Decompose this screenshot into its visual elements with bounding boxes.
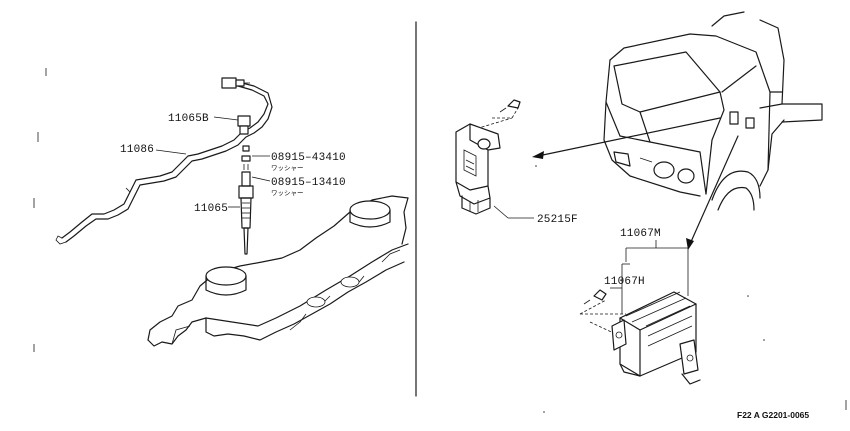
controller-11067M [579,289,701,385]
label-11086: 11086 [120,144,154,156]
label-25215F: 25215F [537,214,578,226]
cylinder-head [147,195,409,347]
left-leaders [155,116,271,208]
washer-stack [241,145,251,170]
figure-code: F22 A G2201-0065 [737,410,809,420]
label-08915-43410: 08915–43410 [271,152,346,164]
relay-25215F [455,99,534,219]
label-washer-a: ワッシャー [271,164,304,172]
label-11065: 11065 [194,203,228,215]
label-11067H: 11067H [604,276,645,288]
label-11067M: 11067M [620,228,661,240]
truck-cab [603,11,823,211]
left-panel-drawing [33,68,409,352]
leaders-11067 [610,240,689,314]
wire-harness [55,77,273,245]
glow-plug-11065 [238,171,254,255]
arrows [532,117,739,250]
label-08915-13410: 08915–13410 [271,177,346,189]
label-11065B: 11065B [168,113,209,125]
connector-11065B [237,115,251,135]
label-washer-b: ワッシャー [271,189,304,197]
right-panel-drawing [455,11,823,413]
